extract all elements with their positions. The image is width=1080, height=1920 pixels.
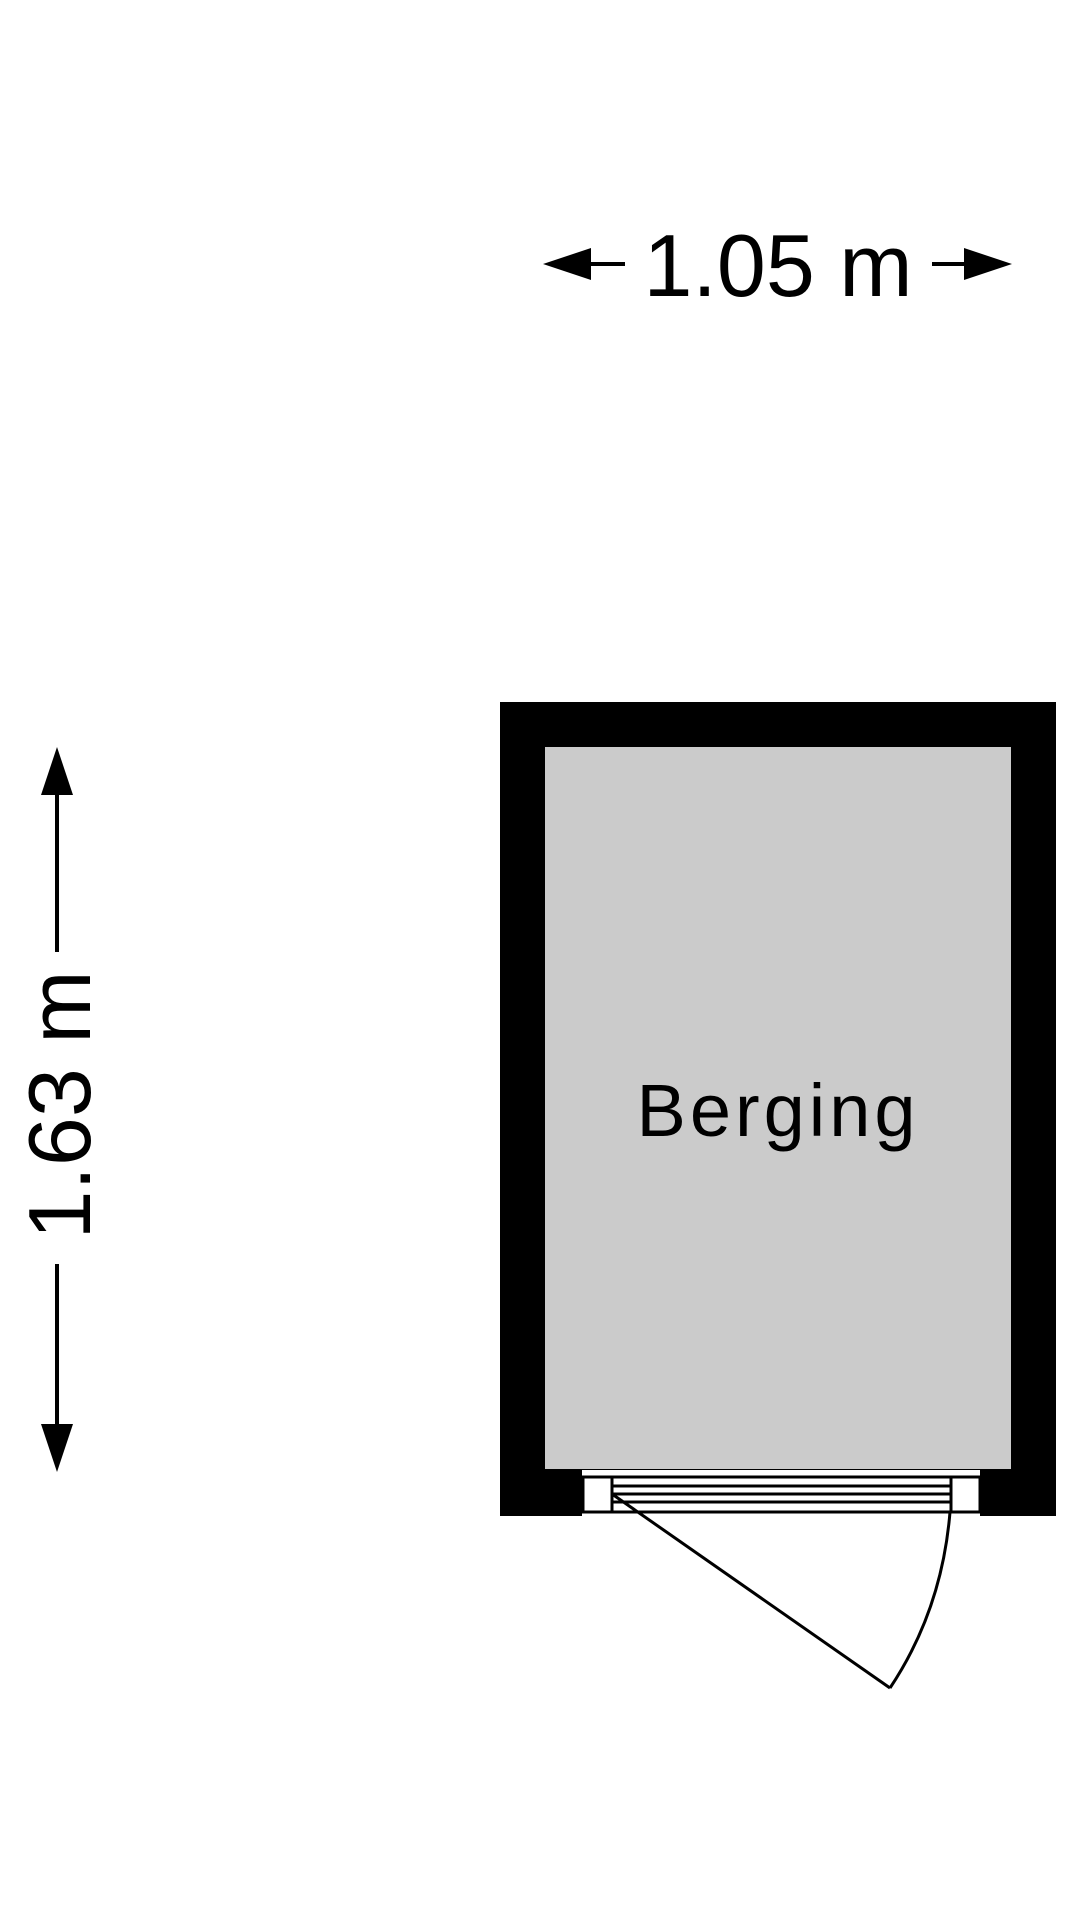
door-leaf bbox=[611, 1492, 891, 1690]
width-dimension-label: 1.05 m bbox=[643, 216, 912, 315]
door-frame-right bbox=[949, 1475, 982, 1514]
height-dimension-top-arrow bbox=[41, 747, 73, 795]
width-dimension-right-arrow bbox=[964, 248, 1012, 280]
height-dimension-label: 1.63 m bbox=[10, 970, 109, 1239]
room-floor bbox=[545, 747, 1011, 1469]
width-dimension: 1.05 m bbox=[543, 216, 1012, 315]
width-dimension-left-arrow bbox=[543, 248, 591, 280]
room-label: Berging bbox=[636, 1069, 919, 1152]
door-threshold bbox=[583, 1475, 980, 1514]
door-swing-arc bbox=[888, 1511, 952, 1689]
height-dimension: 1.63 m bbox=[10, 747, 109, 1472]
height-dimension-bottom-arrow bbox=[41, 1424, 73, 1472]
room-berging: Berging bbox=[500, 702, 1056, 1690]
door-frame-left bbox=[581, 1475, 614, 1514]
